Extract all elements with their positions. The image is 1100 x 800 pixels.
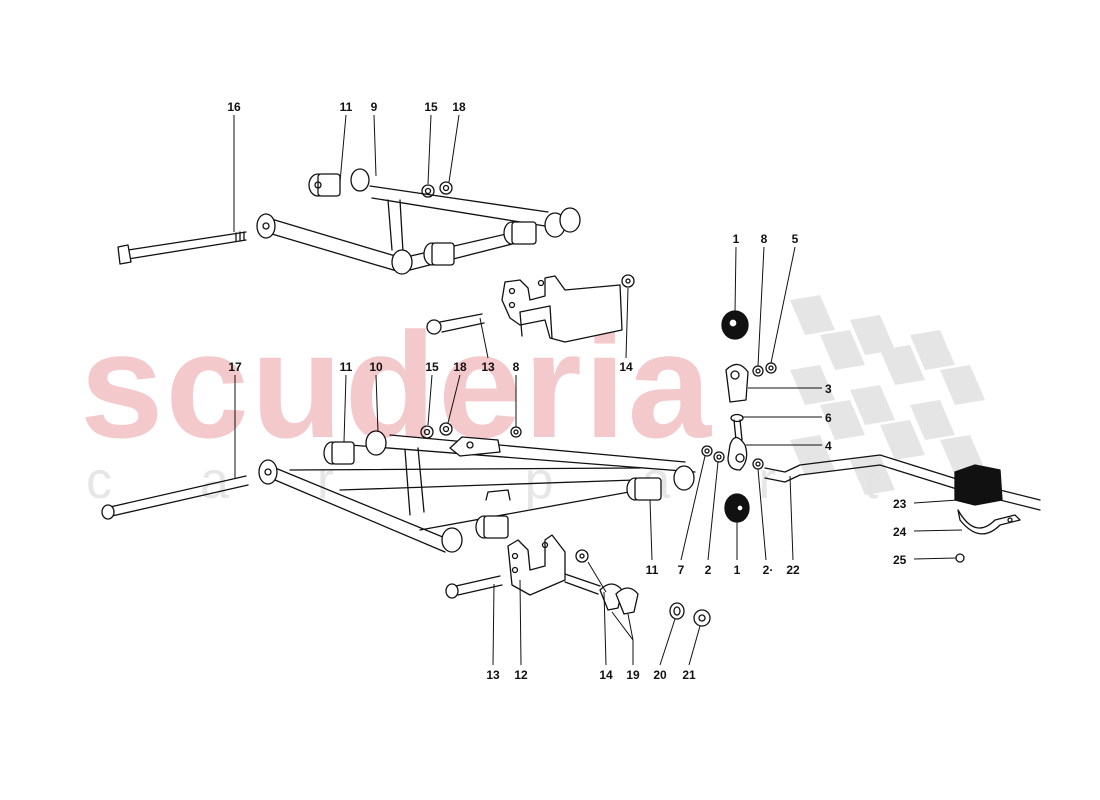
callout-15: 15: [424, 100, 438, 114]
callout-9: 9: [370, 100, 378, 114]
bracket-12: [507, 534, 601, 596]
callout-13: 13: [481, 360, 495, 374]
callout-11: 11: [645, 563, 659, 577]
callout-8: 8: [512, 360, 520, 374]
bolt-17: [101, 475, 249, 520]
leader-lines: [233, 114, 963, 666]
callout-13: 13: [486, 668, 500, 682]
callout-6: 6: [825, 411, 832, 425]
anti-roll-bar: [764, 454, 1041, 563]
bracket-middle: [501, 275, 623, 343]
callout-14: 14: [619, 360, 633, 374]
bolt-13-bottom: [445, 575, 503, 599]
nut-14-mid: [621, 274, 635, 288]
callout-10: 10: [369, 360, 383, 374]
callout-18: 18: [453, 360, 467, 374]
bolt-13-mid: [426, 313, 485, 335]
checkered-flag-watermark: [790, 295, 985, 495]
callout-16: 16: [227, 100, 241, 114]
watermark-car-parts: car parts: [86, 452, 1081, 510]
rod-end-assembly: [721, 310, 750, 523]
callout-25: 25: [893, 553, 907, 567]
callout-17: 17: [228, 360, 242, 374]
nut-18-top: [439, 181, 453, 195]
callout-24: 24: [893, 525, 907, 539]
callout-21: 21: [682, 668, 696, 682]
callout-8: 8: [760, 232, 768, 246]
callout-11: 11: [339, 100, 353, 114]
upper-wishbone: [256, 168, 581, 275]
washer-15-top: [421, 184, 435, 198]
lower-wishbone: [258, 430, 696, 553]
bolt-16: [117, 231, 247, 265]
callout-7: 7: [677, 563, 685, 577]
callout-2: 2·: [762, 563, 774, 577]
callout-1: 1: [733, 563, 741, 577]
callout-3: 3: [825, 382, 832, 396]
callout-11: 11: [339, 360, 353, 374]
callout-14: 14: [599, 668, 613, 682]
callout-19: 19: [626, 668, 640, 682]
callout-2: 2: [704, 563, 712, 577]
callout-12: 12: [514, 668, 528, 682]
callout-18: 18: [452, 100, 466, 114]
callout-1: 1: [732, 232, 740, 246]
callout-15: 15: [425, 360, 439, 374]
callout-23: 23: [893, 497, 907, 511]
callout-5: 5: [791, 232, 799, 246]
callout-22: 22: [786, 563, 800, 577]
callout-20: 20: [653, 668, 667, 682]
callout-4: 4: [825, 439, 832, 453]
